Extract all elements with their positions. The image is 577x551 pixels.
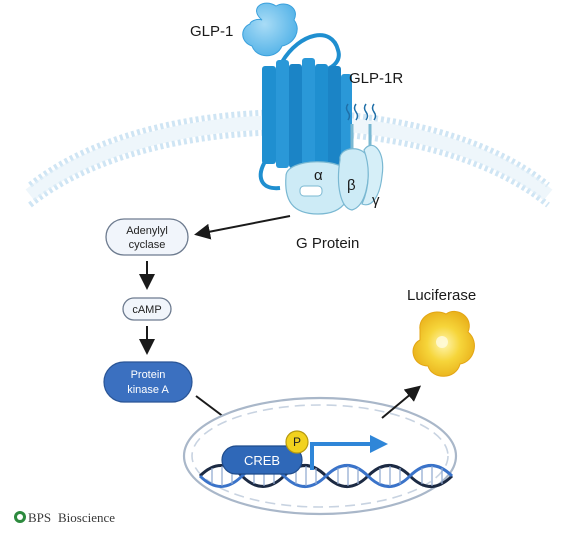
arrow-to-luciferase (381, 385, 422, 419)
phosphate-group (285, 430, 309, 454)
glp1-ligand (242, 2, 298, 57)
camp-label: cAMP (132, 304, 161, 316)
phosphate-label: P (293, 435, 301, 449)
luciferase-protein (412, 310, 475, 377)
beta-subunit-label: β (347, 177, 356, 194)
promoter-arrow-head (370, 435, 388, 453)
promoter-arrow (310, 442, 372, 470)
glp1-label: GLP-1 (190, 23, 233, 40)
adenylyl-label-line1: Adenylyl (126, 225, 168, 237)
adenylyl-cyclase-node (105, 218, 189, 256)
gamma-subunit-label: γ (372, 192, 380, 209)
logo-word: Bioscience (58, 510, 115, 525)
logo-mark: BPS (28, 510, 51, 525)
alpha-subunit-label: α (314, 167, 323, 184)
pka-label-line2: kinase A (127, 384, 169, 396)
creb-label: CREB (244, 453, 280, 468)
bps-bioscience-logo: BPS Bioscience (14, 510, 115, 525)
g-protein-complex (285, 144, 384, 215)
arrow-gprotein-to-adenylyl (194, 215, 291, 240)
creb-node (221, 445, 303, 475)
glp1r-receptor (258, 33, 352, 191)
pka-label-line1: Protein (131, 369, 166, 381)
dna-helix (198, 464, 454, 488)
luciferase-label: Luciferase (407, 287, 476, 304)
glp1r-label: GLP-1R (349, 70, 403, 87)
protein-kinase-a-node (103, 361, 193, 403)
camp-node (122, 297, 172, 321)
adenylyl-label-line2: cyclase (129, 239, 166, 251)
g-protein-label: G Protein (296, 235, 359, 252)
